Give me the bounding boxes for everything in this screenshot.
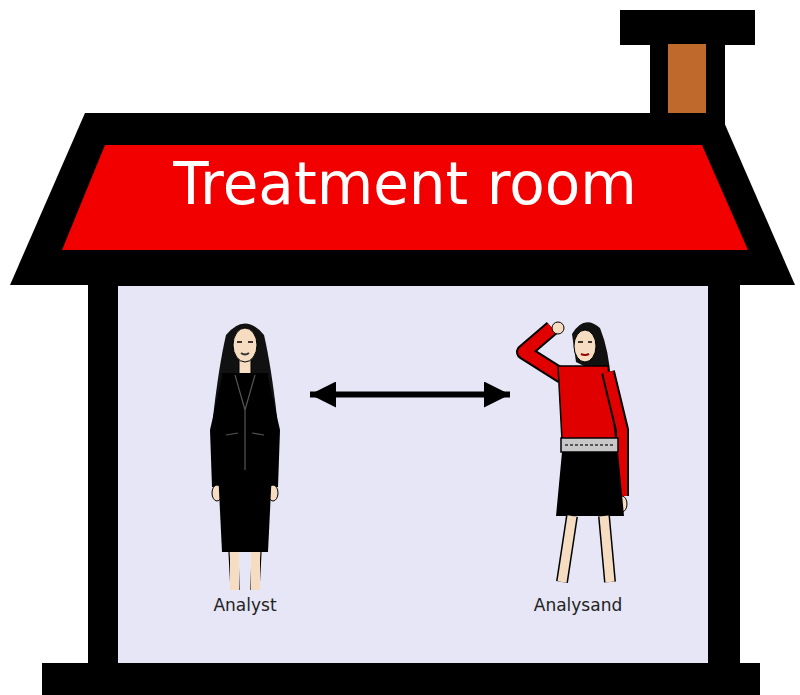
figure-label: Analysand: [493, 595, 663, 615]
analyst-figure-outline: [180, 315, 310, 615]
figure-label: Analyst: [160, 595, 330, 615]
lapels: [226, 375, 264, 473]
belt: [561, 438, 618, 452]
leg: [562, 516, 572, 582]
face: [574, 330, 596, 362]
chimney-brick: [668, 44, 706, 116]
analysand-figure-outline: [510, 310, 650, 610]
roof-outline: [10, 113, 795, 285]
analysand-figure: Analysand: [510, 310, 650, 610]
ground-bar: [42, 663, 760, 695]
chimney-cap: [620, 10, 755, 45]
room-interior: [118, 286, 708, 663]
house-wall: [88, 283, 740, 668]
lips: [241, 353, 249, 355]
eyes: [578, 341, 592, 343]
legs: [229, 552, 261, 590]
leg: [604, 516, 610, 582]
eyes: [237, 341, 253, 343]
raised-arm: [524, 328, 562, 376]
hand: [552, 322, 564, 334]
leg: [604, 516, 610, 582]
skirt: [218, 470, 272, 552]
analyst-figure: Analyst: [180, 315, 310, 615]
leg: [230, 552, 239, 590]
belt-pattern: [565, 444, 614, 446]
skirt: [556, 452, 624, 516]
jacket: [218, 373, 272, 475]
face: [233, 328, 257, 362]
lips: [581, 354, 589, 355]
chimney-stack: [650, 40, 725, 125]
leg: [562, 516, 572, 582]
room-title: Treatment room: [62, 150, 748, 218]
raised-arm: [524, 328, 562, 376]
roof-band: [62, 145, 748, 250]
leg: [251, 552, 260, 590]
